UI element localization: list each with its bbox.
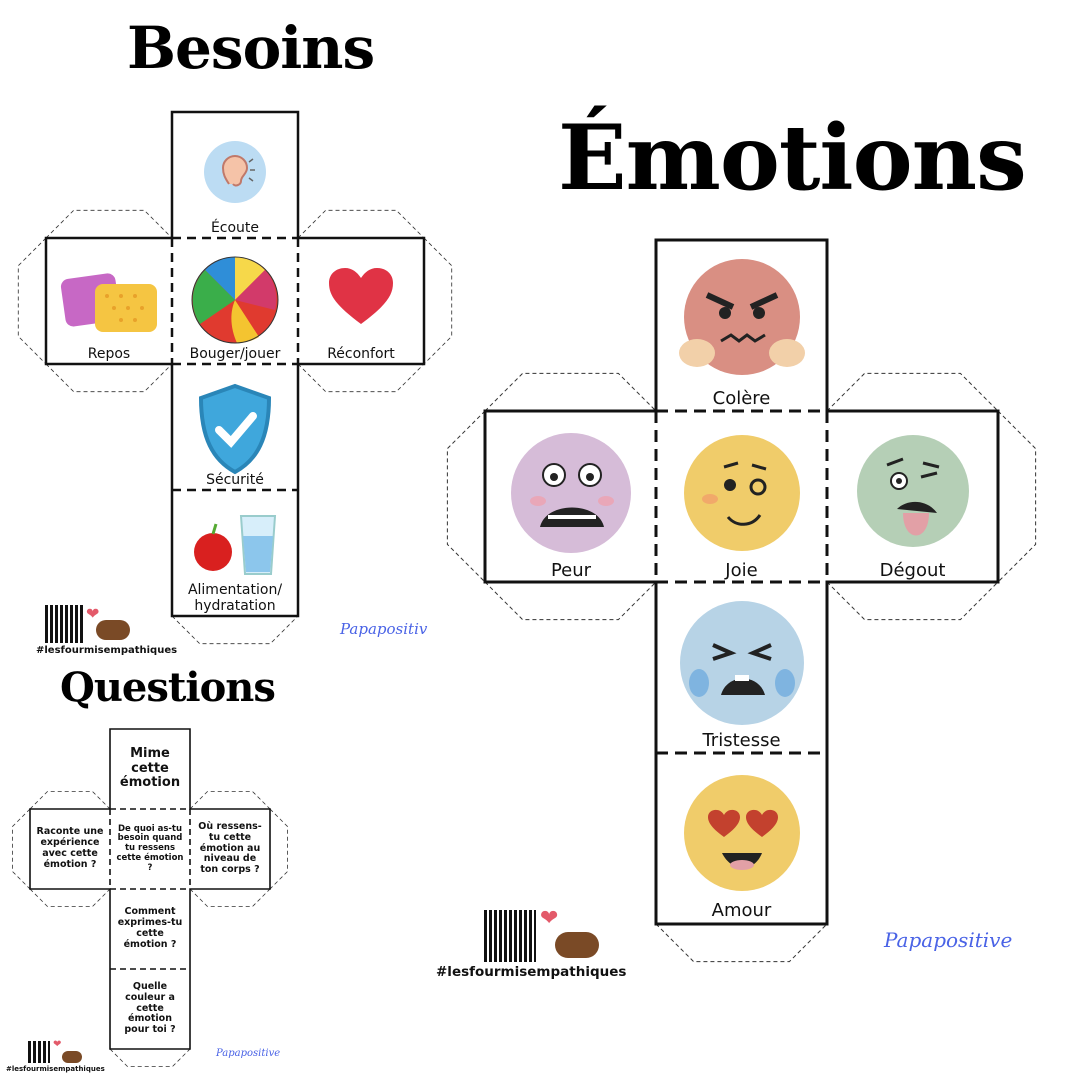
glue-tab — [189, 888, 271, 907]
face-couleur: Quelle couleur a cette émotion pour toi … — [110, 969, 190, 1049]
qr-code[interactable] — [28, 1041, 50, 1063]
crying-face-icon — [679, 601, 804, 726]
glue-tab — [269, 808, 289, 890]
face-ecoute: Écoute — [172, 112, 298, 238]
qr-code[interactable] — [45, 605, 83, 643]
signature: Papapositive — [216, 1048, 281, 1059]
face-degout: Dégout — [827, 410, 998, 582]
face-label: Sécurité — [206, 471, 264, 488]
glue-tab — [109, 1048, 191, 1067]
angry-face-icon — [678, 259, 805, 376]
glue-tab — [17, 237, 47, 365]
disgusted-face-icon — [856, 435, 969, 548]
face-besoin: De quoi as-tu besoin quand tu ressens ce… — [110, 809, 190, 889]
glue-tab — [484, 581, 657, 621]
questions-title: Questions — [60, 664, 276, 711]
glue-tab — [297, 363, 425, 393]
pillows-icon — [60, 273, 157, 332]
shield-check-icon — [198, 383, 272, 475]
face-mime: Mime cette émotion — [110, 729, 190, 809]
face-label: Amour — [711, 900, 772, 922]
glue-tab — [423, 237, 453, 365]
face-label: Mime cette émotion — [119, 745, 181, 791]
face-bouger-jouer: Bouger/jouer — [172, 238, 298, 364]
glue-tab — [171, 615, 299, 645]
apple-and-water-icon — [194, 514, 277, 575]
qr-code[interactable] — [484, 910, 536, 962]
face-label: Quelle couleur a cette émotion pour toi … — [124, 980, 176, 1036]
love-face-icon — [683, 775, 800, 892]
glue-tab — [45, 209, 173, 239]
happy-face-icon — [683, 435, 800, 552]
glue-tab — [29, 791, 111, 810]
face-tristesse: Tristesse — [656, 582, 827, 752]
face-joie: Joie — [656, 410, 827, 582]
face-label: Repos — [87, 345, 131, 362]
hashtag: #lesfourmisempathiques — [6, 1065, 105, 1073]
heart-icon: ❤ — [53, 1039, 62, 1050]
face-exprimes: Comment exprimes-tu cette émotion ? — [110, 889, 190, 969]
glue-tab — [11, 808, 31, 890]
face-peur: Peur — [486, 410, 656, 582]
face-label: Tristesse — [702, 730, 781, 752]
signature: Papapositive — [884, 928, 1013, 952]
glue-tab — [484, 372, 657, 412]
hashtag: #lesfourmisempathiques — [36, 645, 178, 656]
face-label: Réconfort — [327, 345, 395, 362]
glue-tab — [826, 372, 999, 412]
ear-icon — [204, 140, 266, 203]
emotions-title: Émotions — [558, 105, 1027, 211]
heart-icon — [329, 267, 393, 324]
beach-ball-icon — [191, 256, 279, 344]
glue-tab — [655, 923, 828, 963]
face-securite: Sécurité — [172, 364, 298, 490]
heart-icon: ❤ — [86, 604, 100, 623]
face-label: Raconte une expérience avec cette émotio… — [36, 826, 104, 870]
face-label: Où ressens-tu cette émotion au niveau de… — [198, 820, 262, 876]
face-corps: Où ressens-tu cette émotion au niveau de… — [190, 809, 270, 889]
heart-icon: ❤ — [540, 906, 559, 931]
scared-face-icon — [511, 433, 631, 554]
face-label: Comment exprimes-tu cette émotion ? — [117, 906, 183, 950]
ant-icon — [555, 932, 599, 958]
face-label: Dégout — [879, 560, 946, 582]
face-label: De quoi as-tu besoin quand tu ressens ce… — [116, 823, 184, 873]
ant-icon — [62, 1051, 82, 1063]
glue-tab — [446, 410, 486, 583]
face-label: Colère — [712, 388, 771, 410]
glue-tab — [826, 581, 999, 621]
signature: Papapositiv — [340, 620, 428, 638]
face-reconfort: Réconfort — [298, 238, 424, 364]
glue-tab — [297, 209, 425, 239]
glue-tab — [29, 888, 111, 907]
face-label: Joie — [725, 560, 758, 582]
ant-icon — [96, 620, 130, 640]
face-amour: Amour — [656, 752, 827, 922]
face-alimentation: Alimentation/ hydratation — [172, 490, 298, 616]
face-colere: Colère — [656, 240, 827, 410]
besoins-title: Besoins — [127, 14, 375, 82]
glue-tab — [189, 791, 271, 810]
face-label: Écoute — [210, 219, 260, 236]
hashtag: #lesfourmisempathiques — [436, 964, 627, 980]
face-raconte: Raconte une expérience avec cette émotio… — [30, 809, 110, 889]
face-label: Bouger/jouer — [189, 345, 281, 362]
glue-tab — [997, 410, 1037, 583]
face-label: Alimentation/ hydratation — [187, 581, 283, 614]
face-repos: Repos — [46, 238, 172, 364]
face-label: Peur — [550, 560, 592, 582]
glue-tab — [45, 363, 173, 393]
